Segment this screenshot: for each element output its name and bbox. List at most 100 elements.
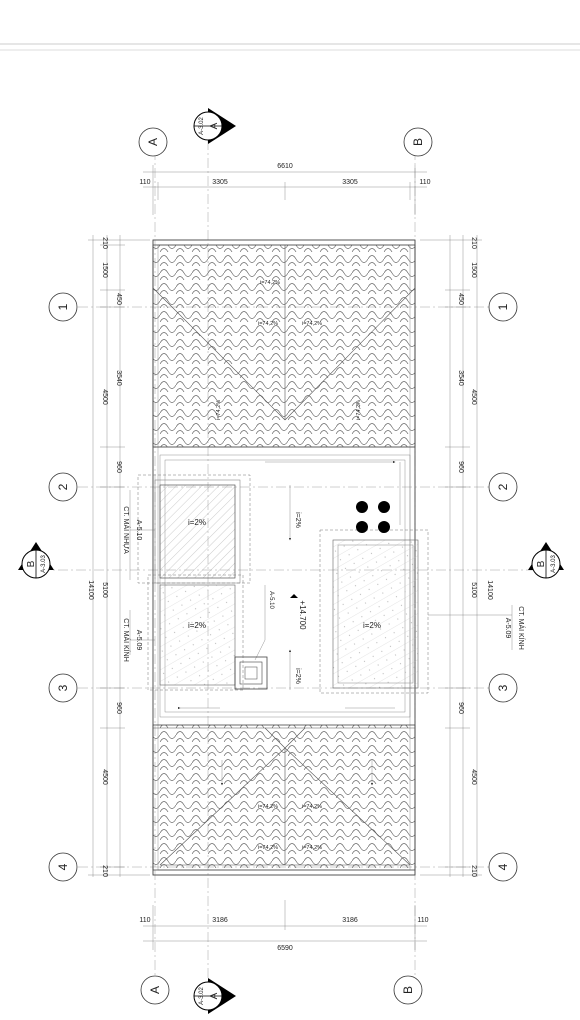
svg-text:4500: 4500	[470, 389, 477, 405]
top-roof-slope-labels: i=74,2% i=74,2% i=74,2% i=74,2% i=74,2%	[216, 280, 362, 420]
svg-text:CT. MÁI KÍNH: CT. MÁI KÍNH	[517, 606, 526, 650]
svg-text:A-3.02: A-3.02	[199, 987, 205, 1005]
svg-text:6590: 6590	[277, 945, 293, 952]
callout-glass-roof-right: CT. MÁI KÍNH A-5.09	[428, 605, 526, 650]
svg-text:A: A	[146, 138, 160, 146]
svg-text:i=74,2%: i=74,2%	[258, 321, 278, 327]
grid-bubble-b-top: B	[403, 127, 433, 157]
svg-text:A-5.10: A-5.10	[135, 520, 142, 541]
callout-plastic-roof: CT. MÁI NHỰA A-5.10	[122, 490, 155, 580]
svg-text:4500: 4500	[470, 769, 477, 785]
svg-text:i=74,2%: i=74,2%	[216, 400, 222, 420]
grid-bubble-1-right: 1	[488, 292, 518, 322]
svg-text:B: B	[401, 986, 415, 994]
svg-text:i=74,2%: i=74,2%	[302, 845, 322, 851]
svg-text:i=74,2%: i=74,2%	[260, 280, 280, 286]
svg-text:110: 110	[139, 917, 150, 924]
top-tiled-roof	[152, 244, 416, 448]
svg-text:3186: 3186	[342, 917, 358, 924]
svg-text:3186: 3186	[212, 917, 228, 924]
vent-pipes	[356, 501, 390, 533]
svg-text:3305: 3305	[212, 179, 228, 186]
svg-text:2: 2	[56, 483, 70, 490]
svg-text:A-3.03: A-3.03	[41, 555, 47, 573]
svg-text:110: 110	[417, 917, 428, 924]
top-dimensions: 6610 3305 3305 110 110	[139, 163, 431, 215]
svg-text:960: 960	[457, 702, 464, 714]
bottom-tiled-roof	[152, 724, 416, 871]
glass-roof-skylight-right: i=2%	[319, 529, 429, 694]
svg-text:210: 210	[101, 237, 108, 249]
roof-hatch-box	[234, 656, 268, 690]
section-a-marker-top: A A-3.02	[193, 108, 236, 144]
svg-text:2: 2	[496, 483, 510, 490]
section-b-marker-left: B A-3.03	[18, 542, 54, 579]
svg-text:A-5.09: A-5.09	[504, 618, 511, 639]
svg-text:i=2%: i=2%	[294, 668, 301, 684]
grid-bubble-1-left: 1	[48, 292, 78, 322]
grid-bubble-a-bottom: A	[140, 975, 170, 1005]
svg-text:210: 210	[470, 865, 477, 877]
svg-text:i=74,2%: i=74,2%	[258, 845, 278, 851]
svg-text:4: 4	[496, 863, 510, 870]
svg-text:1: 1	[56, 303, 70, 310]
svg-text:1: 1	[496, 303, 510, 310]
svg-text:A: A	[209, 122, 220, 129]
elevation-mark: +14.700	[290, 594, 307, 630]
svg-text:A-3.02: A-3.02	[199, 117, 205, 135]
center-slope-labels: i=2% i=2%	[288, 485, 301, 690]
grid-bubble-4-left: 4	[48, 852, 78, 882]
svg-text:+14.700: +14.700	[298, 600, 307, 630]
grid-bubble-2-left: 2	[48, 472, 78, 502]
svg-text:A-3.03: A-3.03	[551, 555, 557, 573]
left-dimensions: 14100 4500 5100 4500 210 1500 450 3540 9…	[87, 235, 150, 877]
grid-bubble-b-bottom: B	[393, 975, 423, 1005]
svg-text:14100: 14100	[87, 580, 94, 600]
svg-text:110: 110	[139, 179, 150, 186]
section-a-marker-bottom: A A-3.02	[193, 978, 236, 1014]
svg-text:i=2%: i=2%	[188, 518, 206, 527]
svg-text:4500: 4500	[101, 389, 108, 405]
svg-text:B: B	[26, 560, 37, 567]
svg-text:110: 110	[419, 179, 430, 186]
svg-text:960: 960	[115, 702, 122, 714]
grid-bubble-3-right: 3	[488, 673, 518, 703]
svg-text:A-5.10: A-5.10	[268, 591, 274, 609]
svg-text:4500: 4500	[101, 769, 108, 785]
detail-reference: A-5.10	[254, 585, 274, 661]
svg-text:6610: 6610	[277, 163, 293, 170]
svg-text:i=2%: i=2%	[188, 621, 206, 630]
svg-text:B: B	[536, 560, 547, 567]
svg-text:i=2%: i=2%	[294, 512, 301, 528]
svg-text:A: A	[148, 986, 162, 994]
grid-bubble-4-right: 4	[488, 852, 518, 882]
svg-text:3540: 3540	[457, 370, 464, 386]
svg-text:3: 3	[496, 684, 510, 691]
bottom-dimensions: 6590 3186 3186 110 110	[139, 900, 429, 952]
grid-bubble-3-left: 3	[48, 673, 78, 703]
svg-text:4: 4	[56, 863, 70, 870]
grid-bubble-a-top: A	[138, 127, 168, 157]
svg-text:A-5.09: A-5.09	[135, 630, 142, 651]
svg-text:i=74,2%: i=74,2%	[302, 321, 322, 327]
svg-text:i=74,2%: i=74,2%	[258, 804, 278, 810]
glass-roof-skylight-left: i=2%	[147, 574, 244, 691]
svg-text:210: 210	[101, 865, 108, 877]
svg-text:5100: 5100	[470, 582, 477, 598]
svg-text:1500: 1500	[470, 262, 477, 278]
svg-text:i=74,2%: i=74,2%	[356, 400, 362, 420]
svg-text:3540: 3540	[115, 370, 122, 386]
svg-text:A: A	[209, 992, 220, 999]
svg-text:i=74,2%: i=74,2%	[302, 804, 322, 810]
svg-text:CT. MÁI NHỰA: CT. MÁI NHỰA	[122, 506, 131, 554]
plastic-roof-skylight: i=2%	[137, 474, 251, 584]
bottom-roof-slope-labels: i=74,2% i=74,2% i=74,2% i=74,2%	[258, 804, 322, 851]
svg-text:B: B	[411, 138, 425, 146]
svg-text:CT. MÁI KÍNH: CT. MÁI KÍNH	[122, 618, 131, 662]
section-b-marker-right: B A-3.03	[528, 542, 564, 579]
svg-text:960: 960	[457, 461, 464, 473]
svg-text:3: 3	[56, 684, 70, 691]
svg-text:1500: 1500	[101, 262, 108, 278]
svg-text:960: 960	[115, 461, 122, 473]
callout-glass-roof-left: CT. MÁI KÍNH A-5.09	[122, 610, 155, 662]
